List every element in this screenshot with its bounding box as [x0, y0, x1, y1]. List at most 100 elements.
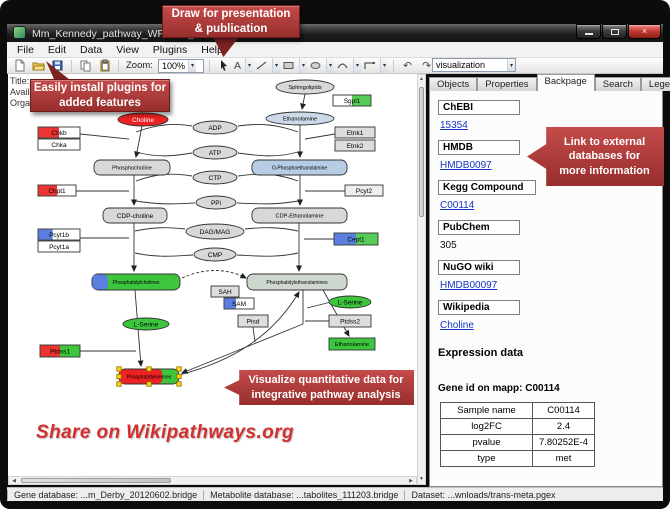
pathway-edge	[134, 252, 194, 257]
close-button[interactable]: ×	[628, 24, 661, 39]
pathway-node-pcyt1a[interactable]: Pcyt1a	[37, 240, 81, 253]
connector-tool-button[interactable]: ▾	[363, 58, 389, 73]
new-file-button[interactable]	[11, 58, 28, 73]
tab-search[interactable]: Search	[594, 77, 641, 91]
undo-button[interactable]: ↶	[399, 58, 416, 73]
open-file-button[interactable]	[30, 58, 47, 73]
kegg-link[interactable]: C00114	[440, 200, 475, 211]
tab-backpage[interactable]: Backpage	[536, 74, 595, 91]
selection-handle[interactable]	[146, 366, 152, 372]
selection-tool-button[interactable]	[215, 58, 232, 73]
pathway-node-chpt1[interactable]: Chpt1	[37, 184, 77, 197]
selection-handle[interactable]	[176, 366, 182, 372]
pathway-node-ethanolamine[interactable]: Ethanolamine	[265, 111, 335, 126]
chebi-link[interactable]: 15354	[440, 120, 468, 131]
pathway-node-chka[interactable]: Chka	[37, 138, 81, 151]
pathway-node-cdp-ethanolamine[interactable]: CDP-Ethanolamine	[251, 207, 348, 224]
pathway-node-choline[interactable]: Choline	[117, 112, 169, 127]
pathway-node-phosphatidylserines[interactable]: Phosphatidylserines	[116, 366, 182, 387]
canvas-horizontal-scrollbar[interactable]: ◀ ▶	[8, 476, 417, 485]
pathway-canvas[interactable]: Title: Availability: Organism: Sphingoli…	[8, 74, 417, 476]
pathway-node-pisd[interactable]: Pisd	[237, 314, 269, 328]
pathway-node-ctp[interactable]: CTP	[192, 170, 238, 185]
line-tool-button[interactable]: ▾	[255, 58, 280, 73]
pubchem-header: PubChem	[438, 220, 520, 235]
arc-tool-button[interactable]: ▾	[336, 58, 362, 73]
menu-plugins[interactable]: Plugins	[152, 43, 188, 56]
wikipedia-link[interactable]: Choline	[440, 320, 474, 331]
selection-handle[interactable]	[176, 373, 182, 380]
scroll-right-icon[interactable]: ▶	[409, 478, 413, 484]
tab-objects[interactable]: Objects	[429, 77, 478, 91]
pathway-node-etnk1[interactable]: Etnk1	[334, 126, 376, 139]
canvas-vertical-scrollbar[interactable]: ▲ ▼	[417, 74, 426, 485]
pathway-node-cept1[interactable]: Cept1	[333, 232, 379, 246]
pathway-node-dag-mag[interactable]: DAG/MAG	[185, 223, 245, 240]
hmdb-link[interactable]: HMDB0097	[440, 160, 492, 171]
svg-text:Pisd: Pisd	[247, 318, 260, 325]
redo-button[interactable]: ↷	[418, 58, 435, 73]
text-label-tool-button[interactable]: A▾	[234, 58, 253, 73]
pathway-node-phosphatidylethanolamines[interactable]: Phosphatidylethanolamines	[246, 273, 348, 291]
menu-file[interactable]: File	[17, 43, 34, 56]
menu-view[interactable]: View	[116, 43, 139, 56]
zoom-value: 100%	[161, 60, 185, 71]
pathway-node-sam[interactable]: SAM	[223, 297, 255, 310]
new-file-icon	[15, 59, 25, 72]
maximize-button[interactable]	[602, 24, 627, 39]
pathway-node-l-serine[interactable]: L-Serine	[122, 317, 170, 331]
selection-handle[interactable]	[116, 366, 122, 372]
zoom-combobox[interactable]: 100%▾	[157, 58, 204, 73]
vertical-scroll-thumb[interactable]	[419, 87, 424, 217]
pathway-node-sphingolipids[interactable]: Sphingolipids	[275, 79, 335, 95]
ellipse-tool-button[interactable]: ▾	[309, 58, 335, 73]
window-controls: ×	[576, 24, 661, 39]
copy-icon	[80, 60, 91, 72]
scroll-up-icon[interactable]: ▲	[419, 76, 424, 82]
pathway-node-sah[interactable]: SAH	[210, 285, 240, 298]
copy-button[interactable]	[77, 58, 94, 73]
pathway-node-phosphatidylcholines[interactable]: Phosphatidylcholines	[91, 273, 181, 291]
tab-properties[interactable]: Properties	[477, 77, 537, 91]
pathway-node-chkb[interactable]: Chkb	[37, 126, 81, 139]
pathway-node-cdp-choline[interactable]: CDP-choline	[102, 207, 168, 224]
pathway-node-cmp[interactable]: CMP	[193, 247, 237, 262]
pathway-node-pcyt1b[interactable]: Pcyt1b	[37, 228, 81, 241]
rectangle-tool-button[interactable]: ▾	[282, 58, 307, 73]
menu-help[interactable]: Help	[201, 43, 223, 56]
minimize-button[interactable]	[576, 24, 601, 39]
pathway-node-sgpl1[interactable]: Sgpl1	[332, 94, 372, 107]
pathway-node-adp[interactable]: ADP	[192, 120, 238, 135]
pathway-node-atp[interactable]: ATP	[192, 145, 238, 160]
paste-button[interactable]	[96, 58, 113, 73]
selection-handle[interactable]	[116, 381, 122, 387]
toolbar-separator	[118, 59, 119, 72]
scroll-left-icon[interactable]: ◀	[12, 478, 16, 484]
nugo-link[interactable]: HMDB00097	[440, 280, 498, 291]
tab-legend[interactable]: Legend	[640, 77, 670, 91]
pathway-node-pcyt2[interactable]: Pcyt2	[344, 184, 384, 197]
pathway-node-ethanolamine[interactable]: Ethanolamine	[328, 337, 376, 351]
selection-handle[interactable]	[176, 381, 182, 387]
pathway-edge	[181, 270, 247, 279]
pathway-node-ptdss2[interactable]: Ptdss2	[328, 314, 372, 328]
selection-handle[interactable]	[146, 381, 152, 387]
selection-handle[interactable]	[116, 373, 122, 380]
menu-edit[interactable]: Edit	[47, 43, 67, 56]
visualization-combobox[interactable]: visualization▾	[432, 58, 516, 72]
pathway-node-phosphocholine[interactable]: Phosphocholine	[93, 159, 171, 176]
svg-text:Ptdss2: Ptdss2	[340, 318, 360, 325]
svg-text:L-Serine: L-Serine	[338, 299, 363, 306]
pathway-node-ptdss1[interactable]: Ptdss1	[39, 344, 81, 358]
pathway-edge	[236, 252, 299, 257]
table-cell: type	[440, 450, 533, 467]
save-button[interactable]	[49, 58, 66, 73]
horizontal-scroll-thumb[interactable]	[21, 478, 171, 483]
menu-data[interactable]: Data	[80, 43, 103, 56]
pathway-node-etnk2[interactable]: Etnk2	[334, 139, 376, 152]
pathway-node-o-phosphoethanolamine[interactable]: O-Phosphoethanolamine	[251, 159, 348, 176]
scroll-down-icon[interactable]: ▼	[419, 476, 424, 482]
pathway-node-l-serine[interactable]: L-Serine	[328, 295, 372, 309]
pathway-node-ppi[interactable]: PPi	[195, 195, 237, 210]
